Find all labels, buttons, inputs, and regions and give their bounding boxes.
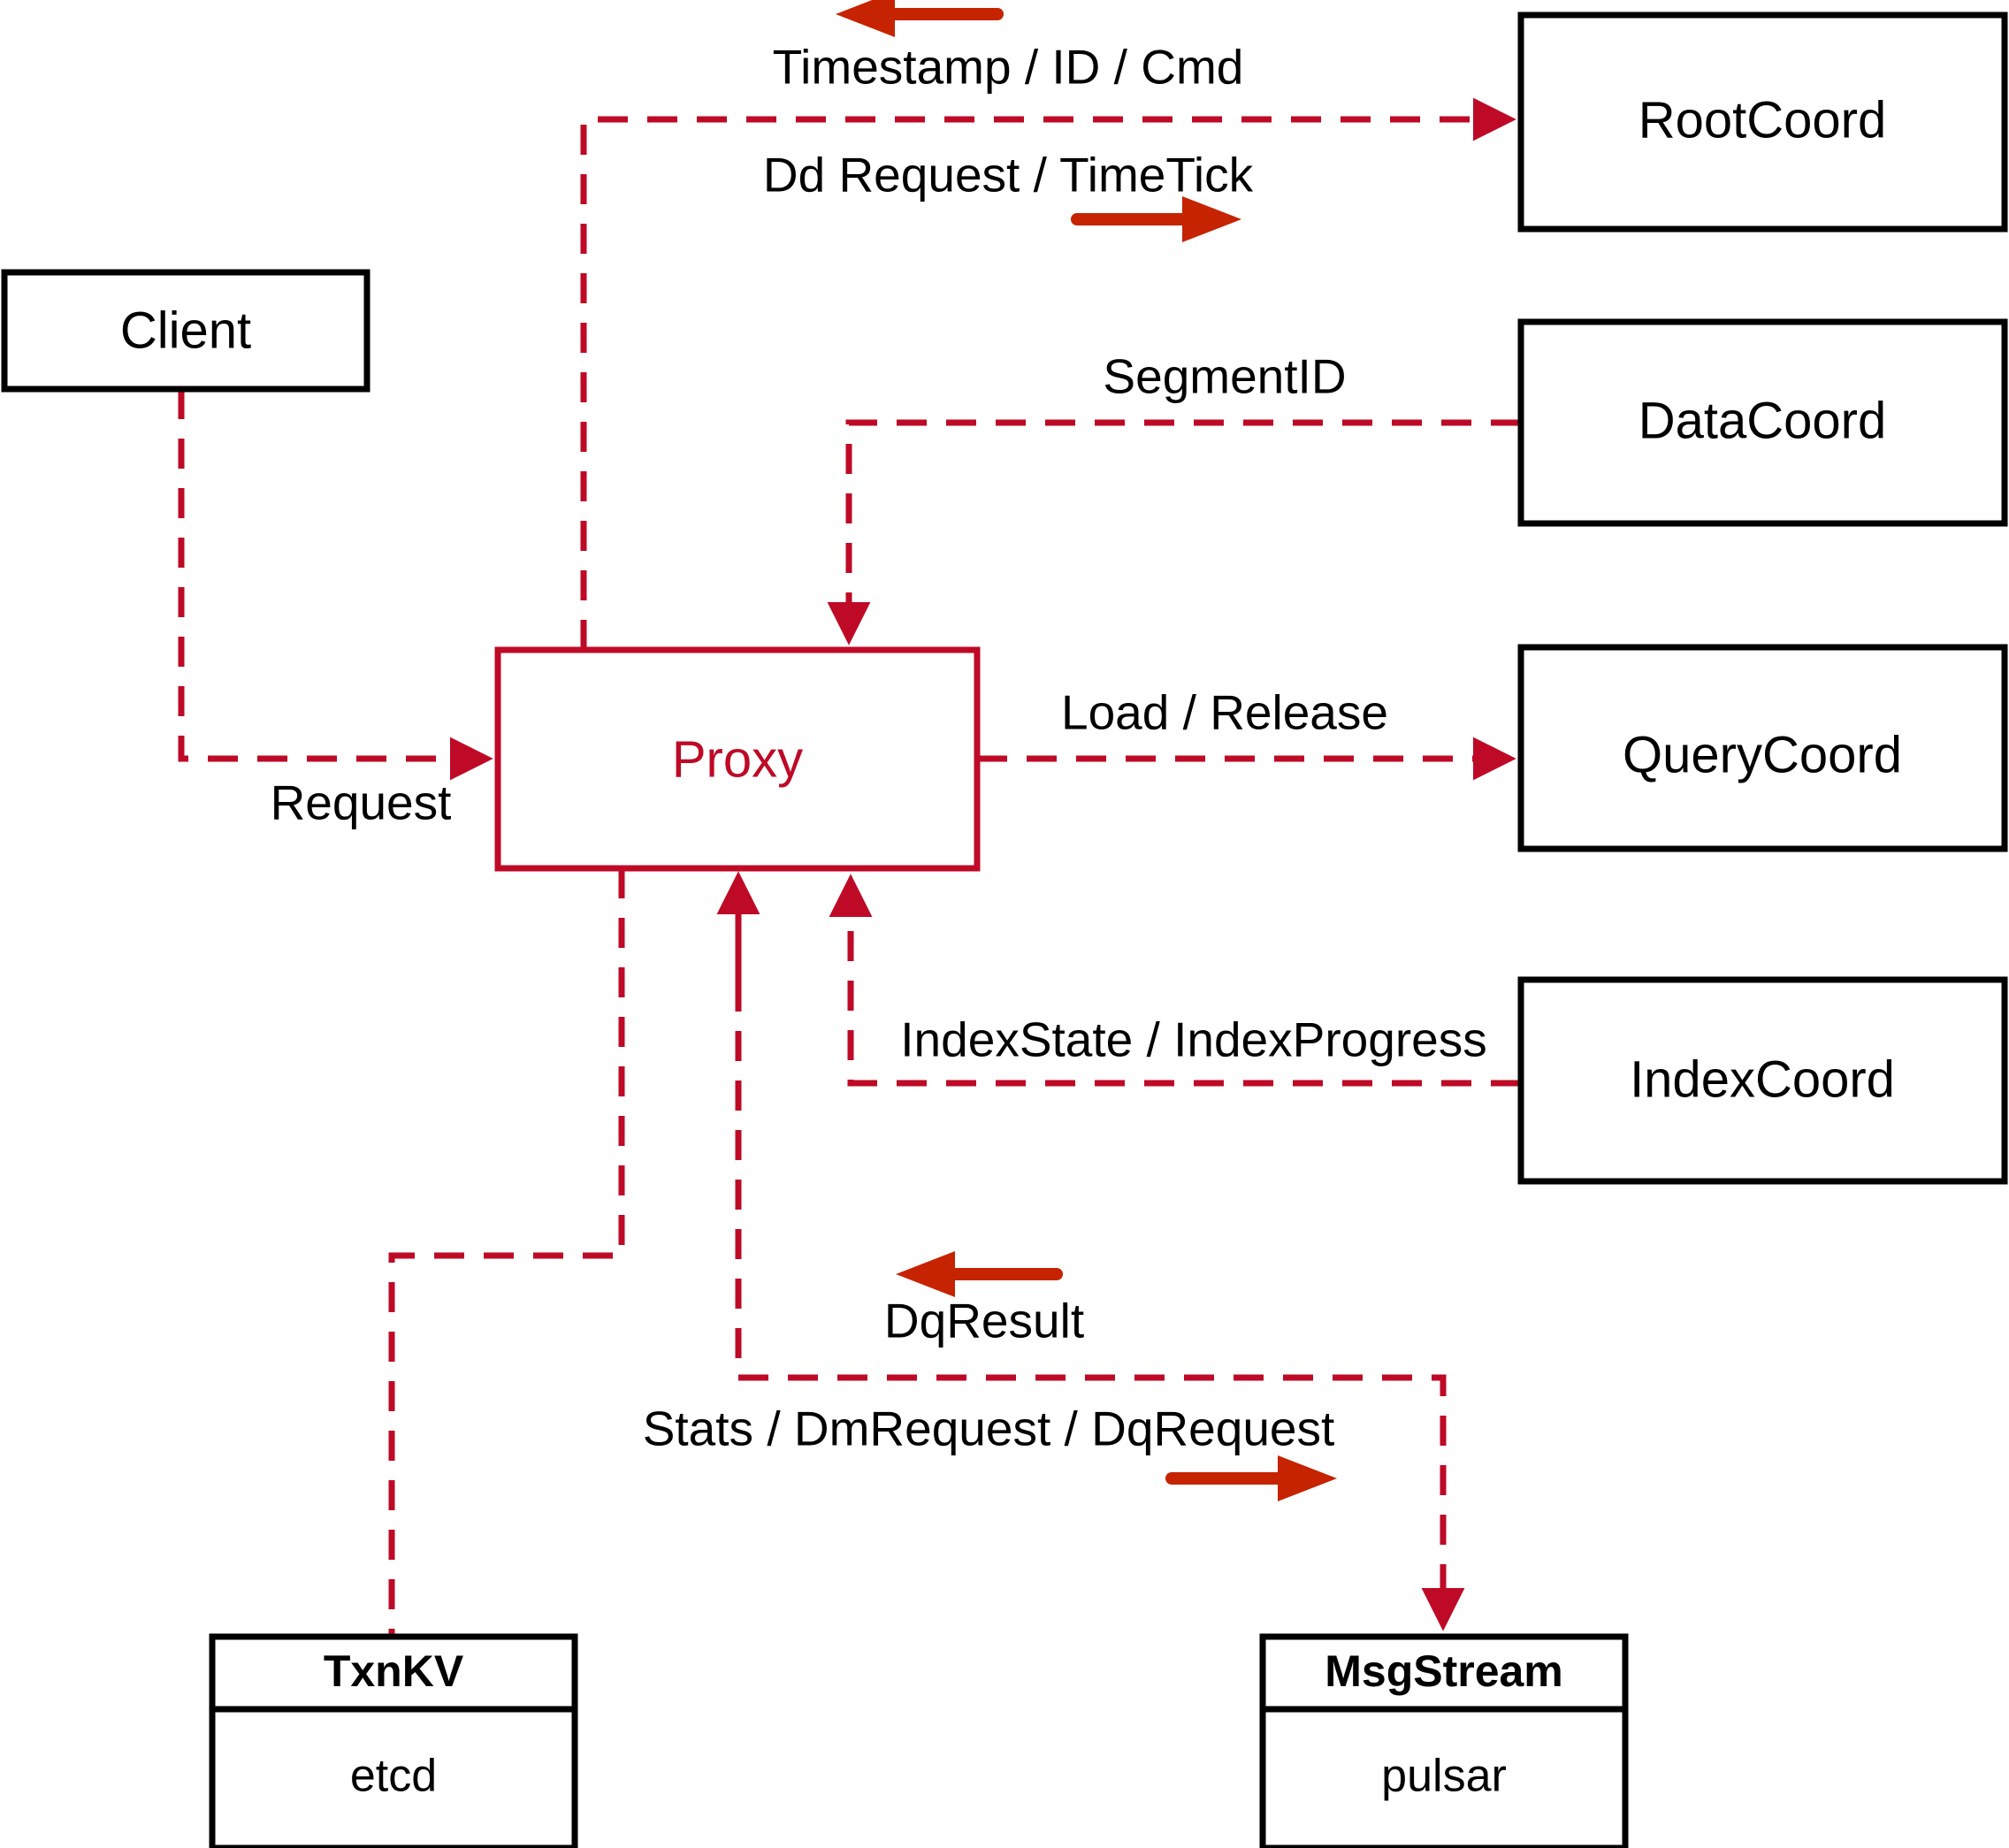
node-proxy[interactable]: Proxy [494, 646, 981, 872]
node-client-label: Client [120, 302, 251, 359]
node-datacoord[interactable]: DataCoord [1517, 318, 2008, 527]
edge-indexcoord-to-proxy [829, 874, 1521, 1087]
edge-label-timestamp-id-cmd: Timestamp / ID / Cmd [773, 40, 1244, 95]
edge-label-dq-result: DqResult [884, 1294, 1084, 1348]
edge-proxy-to-rootcoord [580, 97, 1516, 650]
timestamp-id-cmd-direction-arrow [836, 0, 1004, 37]
node-client[interactable]: Client [1, 269, 370, 393]
edge-label-request: Request [271, 775, 452, 830]
node-txnkv-label: TxnKV [324, 1646, 464, 1696]
node-txnkv[interactable]: TxnKV etcd [209, 1633, 578, 1848]
stats-dm-dq-request-direction-arrow [1165, 1455, 1337, 1501]
node-proxy-label: Proxy [672, 730, 803, 788]
node-rootcoord-label: RootCoord [1639, 91, 1886, 149]
node-indexcoord[interactable]: IndexCoord [1517, 976, 2008, 1185]
edge-label-stats-dm-dq-request: Stats / DmRequest / DqRequest [643, 1401, 1335, 1456]
edge-proxy-to-txnkv [388, 868, 625, 1636]
node-msgstream[interactable]: MsgStream pulsar [1259, 1633, 1629, 1848]
edge-datacoord-to-proxy [827, 419, 1521, 645]
edge-label-load-release: Load / Release [1061, 685, 1388, 740]
node-msgstream-sublabel: pulsar [1381, 1751, 1507, 1802]
dd-request-timetick-direction-arrow [1071, 196, 1241, 242]
edge-msgstream-to-proxy [735, 882, 1465, 1631]
node-txnkv-sublabel: etcd [350, 1751, 437, 1802]
edge-label-segment-id: SegmentID [1103, 349, 1346, 404]
edge-label-index-state-progress: IndexState / IndexProgress [900, 1012, 1486, 1067]
node-rootcoord[interactable]: RootCoord [1517, 11, 2008, 233]
node-datacoord-label: DataCoord [1639, 392, 1886, 449]
edge-client-to-proxy [178, 389, 493, 781]
node-msgstream-label: MsgStream [1325, 1646, 1563, 1696]
node-querycoord[interactable]: QueryCoord [1517, 644, 2008, 852]
node-querycoord-label: QueryCoord [1623, 726, 1902, 783]
edge-label-dd-request-timetick: Dd Request / TimeTick [763, 148, 1254, 202]
node-indexcoord-label: IndexCoord [1630, 1050, 1895, 1108]
dq-result-direction-arrow [896, 1251, 1063, 1297]
